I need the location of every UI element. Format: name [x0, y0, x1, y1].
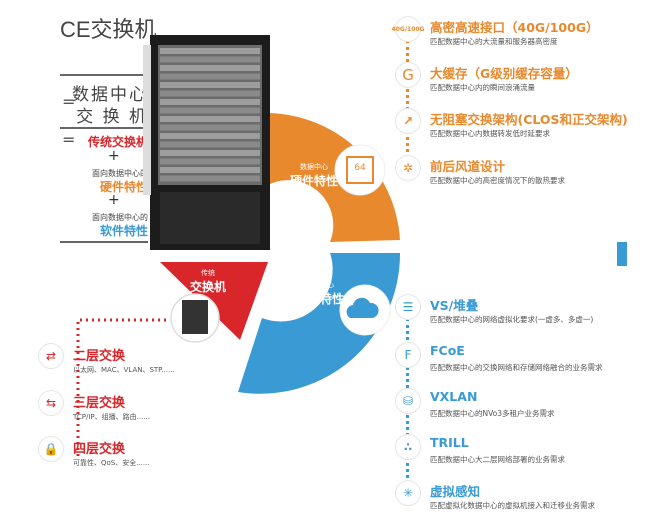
- line-card-slot: [160, 141, 260, 148]
- feature-desc: 匹配数据中心内数据转发低时延要求: [430, 129, 550, 138]
- feature-desc: 匹配数据中心的网络虚拟化要求(一虚多、多虚一): [430, 315, 594, 324]
- lock-icon: 🔒: [38, 436, 64, 462]
- switch-label: 交 换 机: [76, 107, 148, 127]
- sw-label: 软件特性: [99, 224, 148, 238]
- line-card-slot: [160, 73, 260, 80]
- feature-title: VXLAN: [430, 389, 478, 404]
- line-card-slot: [160, 124, 260, 131]
- fan-icon: ✲: [395, 155, 421, 181]
- line-card-slot: [160, 107, 260, 114]
- divider: [60, 127, 148, 129]
- plus-sign: +: [108, 148, 120, 164]
- segment-big: 交换机: [190, 280, 227, 294]
- traditional-segment: [160, 262, 268, 340]
- line-card-slot: [160, 158, 260, 165]
- feature-desc: 匹配数据中心的NVo3多租户业务需求: [430, 409, 555, 418]
- segment-small: 数据中心: [300, 163, 328, 171]
- feature-title: 前后风道设计: [430, 159, 506, 174]
- software-segment-label: 数据中心 软件特性: [296, 280, 344, 307]
- segment-small: 数据中心: [306, 281, 334, 289]
- hardware-segment-label: 数据中心 硬件特性: [290, 162, 338, 189]
- line-card-slot: [160, 99, 260, 105]
- line-card-slot: [160, 167, 260, 173]
- feature-title: FCoE: [430, 343, 465, 358]
- feature-desc: 匹配数据中心内的瞬间浪涌流量: [430, 83, 535, 92]
- network-icon: ✳: [395, 480, 421, 506]
- feature-title: 虚拟感知: [430, 484, 481, 499]
- layer-desc: TCP/IP、组播、路由......: [73, 413, 150, 421]
- layer-desc: 可靠性、QoS、安全......: [73, 459, 150, 467]
- feature-desc: 匹配虚拟化数据中心的虚拟机接入和迁移业务需求: [430, 501, 595, 510]
- sw-prefix: 面向数据中心的: [92, 213, 148, 222]
- line-card-slot: [160, 133, 260, 139]
- plus-sign: +: [108, 192, 120, 208]
- feature-title: VS/堆叠: [430, 298, 479, 313]
- hw-label: 硬件特性: [99, 180, 148, 194]
- g-icon: G: [395, 62, 421, 88]
- stack-icon: ☰: [395, 294, 421, 320]
- layer-title: 二层交换: [73, 349, 126, 364]
- database-icon: ⛁: [395, 388, 421, 414]
- layer-title: 三层交换: [73, 396, 126, 411]
- traditional-switch-label: 传统交换机: [87, 135, 148, 149]
- feature-title: 无阻塞交换架构(CLOS和正交架构): [430, 112, 628, 127]
- dotted-connector: [76, 318, 166, 460]
- f-icon: F: [395, 342, 421, 368]
- equals-sign: =: [62, 92, 76, 111]
- route-icon: ⇆: [38, 390, 64, 416]
- datacenter-label: 数据中心: [72, 85, 148, 105]
- segment-small: 传统: [201, 269, 215, 277]
- feature-desc: 匹配数据中心的大流量和服务器高密度: [430, 37, 558, 46]
- chip-icon: [346, 156, 374, 184]
- divider: [60, 74, 148, 76]
- chip-64-label: 64: [354, 163, 366, 173]
- share-icon: ↗: [395, 108, 421, 134]
- line-card-slot: [160, 116, 260, 122]
- feature-desc: 匹配数据中心的高密度情况下的散热要求: [430, 176, 565, 185]
- switch-chassis-image: [143, 35, 270, 250]
- cloud-icon: [346, 297, 379, 318]
- dotted-connector: [406, 40, 409, 170]
- equals-sign: =: [62, 130, 76, 149]
- layer-title: 四层交换: [73, 442, 126, 457]
- divider: [60, 241, 148, 243]
- switch-thumb-image: [182, 300, 208, 334]
- feature-title: 大缓存（G级别缓存容量）: [430, 66, 578, 81]
- feature-desc: 匹配数据中心的交换网络和存储网络融合的业务需求: [430, 363, 603, 372]
- traditional-segment-label: 传统 交换机: [190, 268, 226, 295]
- line-card-slot: [160, 65, 260, 71]
- speed-icon: 40G/100G: [392, 16, 424, 42]
- segment-big: 硬件特性: [290, 174, 339, 188]
- feature-title: TRILL: [430, 435, 469, 450]
- feature-desc: 匹配数据中心大二层网络部署的业务需求: [430, 455, 565, 464]
- line-card-slot: [160, 150, 260, 156]
- line-card-slot: [160, 56, 260, 63]
- line-card-slot: [160, 82, 260, 88]
- side-tab[interactable]: [617, 242, 627, 266]
- line-card-slot: [160, 175, 260, 182]
- ce-switch-title: CE交换机: [60, 17, 157, 42]
- nodes-icon: ∴: [395, 434, 421, 460]
- swap-icon: ⇄: [38, 343, 64, 369]
- feature-title: 高密高速接口（40G/100G）: [430, 20, 599, 35]
- hw-prefix: 面向数据中心的: [92, 169, 148, 178]
- line-card-slot: [160, 90, 260, 97]
- line-card-slot: [160, 48, 260, 54]
- segment-big: 软件特性: [296, 292, 345, 306]
- hardware-segment: [268, 113, 400, 242]
- layer-desc: 以太网、MAC、VLAN、STP......: [73, 366, 175, 374]
